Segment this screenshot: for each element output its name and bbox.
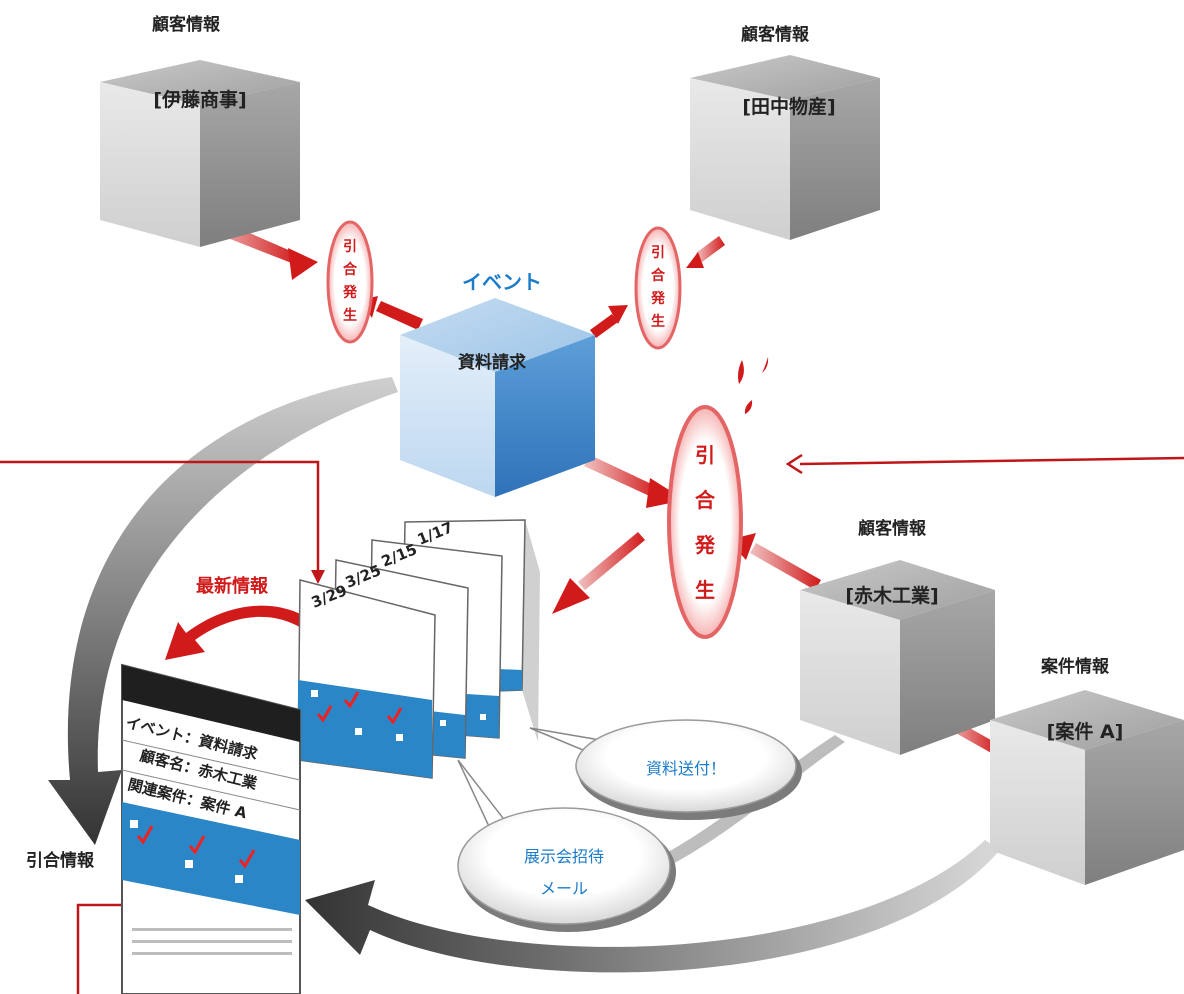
document-1-17	[522, 520, 540, 742]
customer-heading-tanaka: 顧客情報	[741, 24, 810, 45]
project-cube	[990, 690, 1184, 885]
svg-text:発: 発	[650, 290, 666, 307]
svg-text:発: 発	[694, 533, 716, 557]
latest-info-label: 最新情報	[196, 575, 269, 597]
inquiry-badge-right: 引 合 発 生	[634, 226, 682, 350]
project-heading: 案件情報	[1040, 656, 1110, 677]
inquiry-badge-left: 引 合 発 生	[326, 220, 374, 344]
event-heading: イベント	[462, 270, 542, 294]
customer-name-akagi: [赤木工業]	[845, 584, 938, 607]
event-name: 資料請求	[458, 352, 526, 373]
svg-text:資料送付！: 資料送付！	[646, 759, 726, 778]
svg-text:引: 引	[343, 239, 357, 255]
svg-text:生: 生	[651, 313, 665, 330]
arrow-tanaka-to-badge	[686, 236, 725, 268]
connector-arrowhead-left	[785, 453, 803, 475]
customer-cube-akagi	[800, 560, 995, 755]
document-stack	[297, 519, 540, 779]
connector-line-bottom	[76, 903, 124, 994]
project-name: [案件 A]	[1047, 720, 1124, 743]
svg-text:合: 合	[695, 488, 716, 512]
event-cube	[400, 298, 595, 497]
svg-text:引: 引	[651, 245, 665, 261]
svg-text:展示会招待: 展示会招待	[524, 847, 604, 866]
customer-name-tanaka: [田中物産]	[742, 95, 835, 118]
svg-text:引: 引	[695, 443, 715, 467]
customer-heading-akagi: 顧客情報	[858, 518, 927, 539]
connector-arrowhead-down	[311, 570, 325, 584]
svg-text:生: 生	[343, 307, 357, 324]
flow-curve-left	[48, 377, 398, 845]
customer-cube-tanaka	[690, 55, 880, 240]
arrow-event-to-badge-right	[590, 305, 628, 338]
connector-line-right	[799, 456, 1184, 466]
arrow-badge-to-documents	[552, 532, 645, 614]
inquiry-badge-main: 引 合 発 生	[667, 357, 769, 639]
inquiry-info-label: 引合情報	[26, 850, 95, 871]
svg-text:発: 発	[342, 284, 358, 301]
svg-text:メール: メール	[540, 879, 588, 898]
inquiry-record-card	[121, 663, 301, 994]
callout-exhibition-invite: 展示会招待 メール	[457, 759, 676, 932]
customer-heading-ito: 顧客情報	[152, 14, 221, 35]
customer-cube-ito	[100, 60, 300, 247]
connector-line-left	[0, 460, 320, 572]
callout-document-sent: 資料送付！	[529, 719, 802, 820]
svg-text:生: 生	[695, 578, 715, 602]
svg-text:合: 合	[651, 267, 666, 284]
customer-name-ito: [伊藤商事]	[153, 88, 246, 111]
flow-curve-bottom	[305, 840, 1000, 973]
svg-text:合: 合	[343, 261, 358, 278]
